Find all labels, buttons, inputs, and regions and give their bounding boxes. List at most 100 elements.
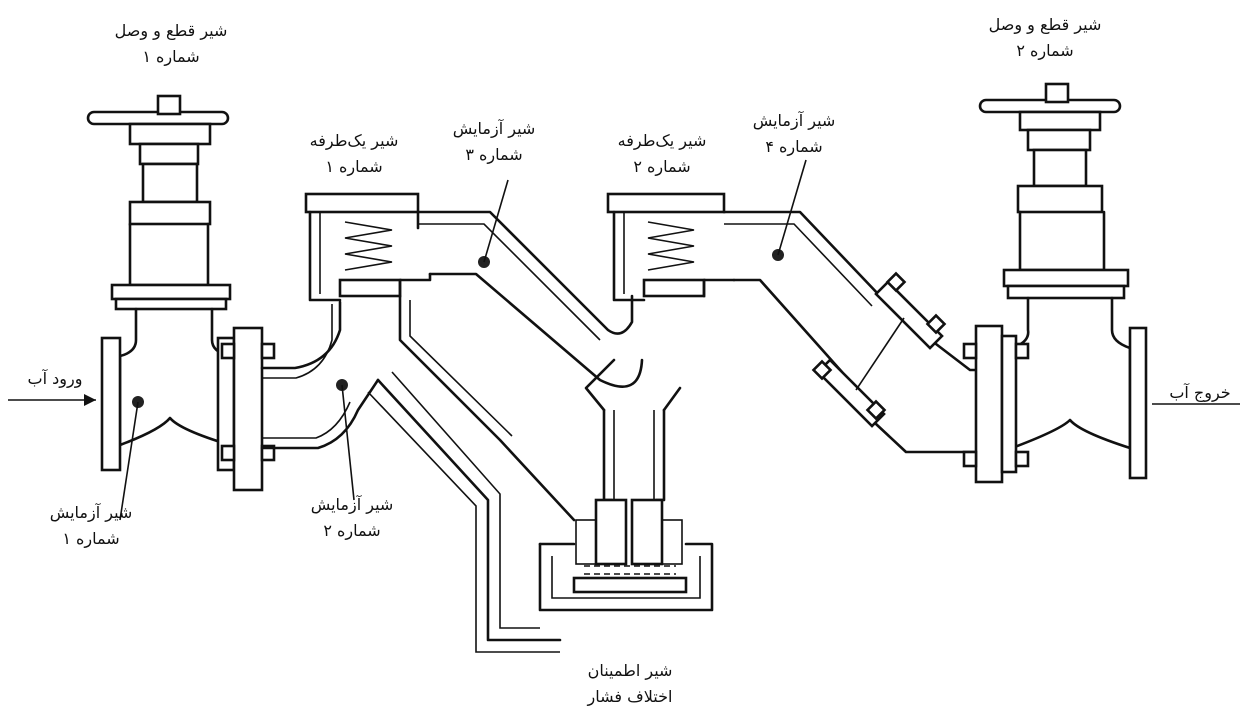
bonnet-neck-2 — [1032, 148, 1088, 188]
bonnet-neck-1 — [141, 162, 199, 204]
to-valve2-bottom — [874, 422, 978, 454]
sensing-line-inner — [367, 391, 560, 653]
test-valve-4-number: شماره ۴ — [765, 137, 823, 156]
label-water-inlet: ورود آب — [10, 366, 100, 392]
check-valve-2-number: شماره ۲ — [633, 157, 691, 176]
bolt-j4 — [865, 399, 887, 421]
pipe-flange-2 — [974, 324, 1004, 484]
bonnet-body-2 — [1018, 210, 1106, 272]
label-isolation-valve-2: شیر قطع و وصل شماره ۲ — [970, 12, 1120, 64]
relief-side-left — [575, 519, 597, 565]
test-valve-3-number: شماره ۳ — [465, 145, 523, 164]
sensing-line-outer — [376, 378, 562, 642]
test-valve-1-number: شماره ۱ — [62, 529, 120, 548]
outlet-flange — [1128, 326, 1148, 480]
mid-pipe-inner — [418, 223, 601, 341]
relief-tube-left — [602, 408, 614, 502]
body-flange-ring-2 — [1006, 284, 1126, 300]
joint-flange-upper — [874, 280, 944, 350]
leader-test-4 — [777, 159, 807, 256]
bonnet-flange-1 — [128, 200, 212, 226]
bonnet-flange-2 — [1016, 184, 1104, 214]
water-inlet-text: ورود آب — [27, 369, 83, 388]
check-valve-2-disc — [642, 278, 706, 298]
valve-body-1 — [118, 307, 232, 447]
stem-nut-1 — [156, 94, 182, 116]
body-flange-ring-1 — [114, 297, 228, 311]
relief-diaphragm — [584, 565, 676, 575]
bolt-1d — [260, 444, 276, 462]
check-valve-1-disc — [338, 278, 402, 298]
sensing-line-inner-2 — [391, 371, 540, 629]
relief-valve-title: شیر اطمینان — [587, 661, 673, 680]
isolation-valve-1-number: شماره ۱ — [142, 47, 200, 66]
joint-gasket — [855, 317, 905, 391]
test-valve-4-title: شیر آزمایش — [752, 111, 836, 130]
check-valve-2-spring — [647, 221, 695, 271]
check-valve-1-title: شیر یک‌طرفه — [309, 131, 399, 150]
bolt-1c — [220, 444, 236, 462]
isolation-valve-1-title: شیر قطع و وصل — [114, 21, 228, 40]
inlet-pipe-bottom — [260, 378, 380, 450]
isolation-valve-1 — [86, 94, 276, 492]
bolt-j1 — [885, 271, 907, 293]
to-valve2-top — [934, 342, 978, 372]
isolation-valve-2-number: شماره ۲ — [1016, 41, 1074, 60]
diagonal-flange-joint — [811, 271, 947, 428]
mid-pipe-lower — [428, 272, 644, 388]
inlet-flange-2 — [1000, 334, 1018, 474]
check-valve-1-seat — [398, 272, 432, 298]
body-flange-top-1 — [110, 283, 232, 301]
relief-stem-right — [630, 498, 664, 566]
relief-valve-subtitle: اختلاف فشار — [587, 687, 673, 706]
pipe-flange-1 — [232, 326, 264, 492]
inlet-pipe-top — [260, 300, 342, 370]
inlet-arrow — [8, 394, 96, 406]
check-valve-2-left-wall — [612, 210, 646, 302]
leader-lines — [119, 159, 807, 521]
sensing-line-upper — [398, 294, 576, 522]
bolt-1a — [220, 342, 236, 360]
inlet-pipe-inner-top — [262, 304, 333, 379]
bolt-1b — [260, 342, 276, 360]
yoke-2 — [1026, 128, 1092, 152]
check-valve-2 — [606, 192, 736, 302]
check-valve-1-spring — [344, 221, 393, 271]
leader-test-3 — [483, 179, 509, 263]
mid-pipe-outer — [416, 210, 634, 335]
test-valve-3-title: شیر آزمایش — [452, 119, 536, 138]
label-test-valve-4: شیر آزمایش شماره ۴ — [724, 108, 864, 160]
check-valve-1 — [304, 192, 432, 302]
sensing-line-upper-inner — [409, 300, 513, 437]
yoke-1 — [138, 142, 200, 166]
outlet-pipe-bottom — [732, 278, 844, 374]
leader-test-1 — [119, 401, 139, 521]
yoke-top-2 — [1018, 110, 1102, 132]
check-valve-1-number: شماره ۱ — [325, 157, 383, 176]
label-isolation-valve-1: شیر قطع و وصل شماره ۱ — [96, 18, 246, 70]
relief-stem-left — [594, 498, 628, 566]
label-check-valve-1: شیر یک‌طرفه شماره ۱ — [284, 128, 424, 180]
test-valve-2-number: شماره ۲ — [323, 521, 381, 540]
relief-tube-top-left — [584, 358, 616, 412]
label-relief-valve: شیر اطمینان اختلاف فشار — [560, 658, 700, 710]
label-test-valve-1: شیر آزمایش شماره ۱ — [26, 500, 156, 552]
isolation-valve-2-title: شیر قطع و وصل — [988, 15, 1102, 34]
leader-test-2 — [341, 384, 355, 501]
test-valve-1-title: شیر آزمایش — [49, 503, 133, 522]
outlet-pipe-top — [722, 210, 882, 298]
check-valve-2-cap — [606, 192, 726, 214]
label-test-valve-3: شیر آزمایش شماره ۳ — [424, 116, 564, 168]
bolt-2c — [962, 450, 978, 468]
bolt-j2 — [925, 313, 947, 335]
relief-tube-right — [654, 408, 666, 502]
test-valve-2-title: شیر آزمایش — [310, 495, 394, 514]
stem-nut-2 — [1044, 82, 1070, 104]
check-valve-1-left-wall — [308, 210, 342, 302]
label-test-valve-2: شیر آزمایش شماره ۲ — [282, 492, 422, 544]
relief-housing-inner — [551, 556, 701, 599]
check-valve-1-cap — [304, 192, 420, 214]
relief-plate — [572, 576, 688, 594]
